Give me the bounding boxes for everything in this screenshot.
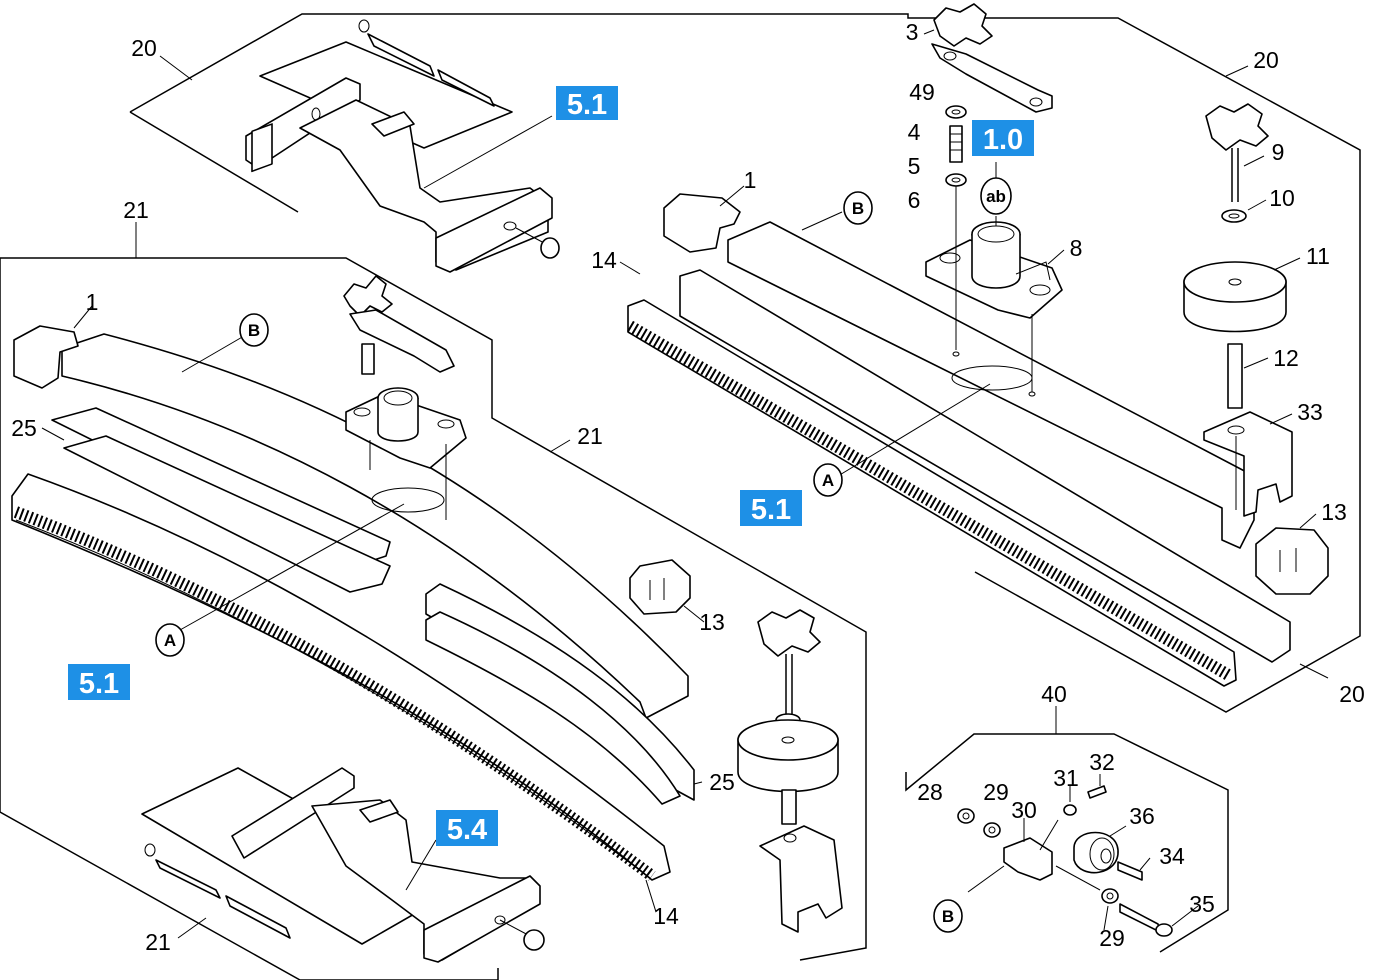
part-label: 12 (1273, 345, 1299, 371)
svg-text:5.1: 5.1 (79, 668, 119, 700)
part-label: 1 (744, 167, 757, 193)
ref-link-5-1-left[interactable]: 5.1 (68, 664, 130, 700)
part-label: 1 (86, 289, 99, 315)
part-label: 29 (1099, 925, 1125, 951)
curved-rail-assembly (11, 275, 843, 963)
callout-a-left: A (155, 623, 185, 657)
part-label: 25 (11, 415, 37, 441)
part-label: 9 (1272, 139, 1285, 165)
part-label: 20 (131, 35, 157, 61)
part-label: 4 (908, 119, 921, 145)
svg-text:B: B (942, 907, 954, 926)
part-label: 40 (1041, 681, 1067, 707)
part-label: 10 (1269, 185, 1295, 211)
svg-text:5.1: 5.1 (567, 89, 607, 121)
part-label: 20 (1339, 681, 1365, 707)
svg-text:5.4: 5.4 (447, 814, 487, 846)
part-label: 35 (1189, 891, 1215, 917)
part-label: 49 (909, 79, 935, 105)
callout-b-detail: B (933, 899, 963, 933)
part-label: 13 (1321, 499, 1347, 525)
svg-text:B: B (248, 321, 260, 340)
part-label: 20 (1253, 47, 1279, 73)
part-label: 5 (908, 153, 921, 179)
ref-link-5-1-right[interactable]: 5.1 (740, 490, 802, 526)
part-label: 8 (1070, 235, 1083, 261)
part-label: 34 (1159, 843, 1185, 869)
svg-text:5.1: 5.1 (751, 494, 791, 526)
part-label: 21 (145, 929, 171, 955)
part-label: 11 (1306, 243, 1330, 269)
svg-text:A: A (164, 631, 176, 650)
part-label: 25 (709, 769, 735, 795)
part-label: 14 (591, 247, 617, 273)
straight-rail-assembly (626, 3, 1329, 687)
part-label: 14 (653, 903, 679, 929)
ref-link-1-0[interactable]: 1.0 (972, 120, 1034, 156)
callout-b-top-right: B (843, 191, 873, 225)
callout-a-top-right: A (813, 463, 843, 497)
ref-link-5-1-top[interactable]: 5.1 (556, 86, 618, 121)
ref-link-5-4[interactable]: 5.4 (436, 810, 498, 846)
svg-text:B: B (852, 199, 864, 218)
bracket-assembly-top (245, 19, 560, 273)
part-label: 30 (1011, 797, 1037, 823)
callout-ab: ab (980, 177, 1012, 215)
group-frame-top-right (129, 13, 1361, 713)
part-label: 28 (917, 779, 943, 805)
callout-b-left: B (239, 313, 269, 347)
part-label: 33 (1297, 399, 1323, 425)
part-label: 36 (1129, 803, 1155, 829)
group-frame-detail-40 (905, 733, 1229, 953)
svg-text:1.0: 1.0 (983, 124, 1023, 156)
detail-assembly-40 (957, 785, 1173, 937)
leader-lines (41, 29, 1329, 939)
part-label: 3 (906, 19, 919, 45)
svg-text:A: A (822, 471, 834, 490)
part-label: 31 (1053, 765, 1079, 791)
part-number-labels: 20 3 49 4 5 6 20 9 10 11 12 33 13 20 1 8… (11, 19, 1365, 955)
part-label: 32 (1089, 749, 1115, 775)
part-label: 21 (577, 423, 603, 449)
part-label: 29 (983, 779, 1009, 805)
part-label: 6 (908, 187, 921, 213)
reference-links[interactable]: 5.1 1.0 5.1 5.1 5.4 (68, 86, 1034, 846)
svg-text:ab: ab (986, 187, 1006, 206)
callout-circles: B ab A B A B (155, 177, 1012, 933)
group-frame-top-left (129, 111, 299, 213)
part-label: 21 (123, 197, 149, 223)
part-label: 13 (699, 609, 725, 635)
